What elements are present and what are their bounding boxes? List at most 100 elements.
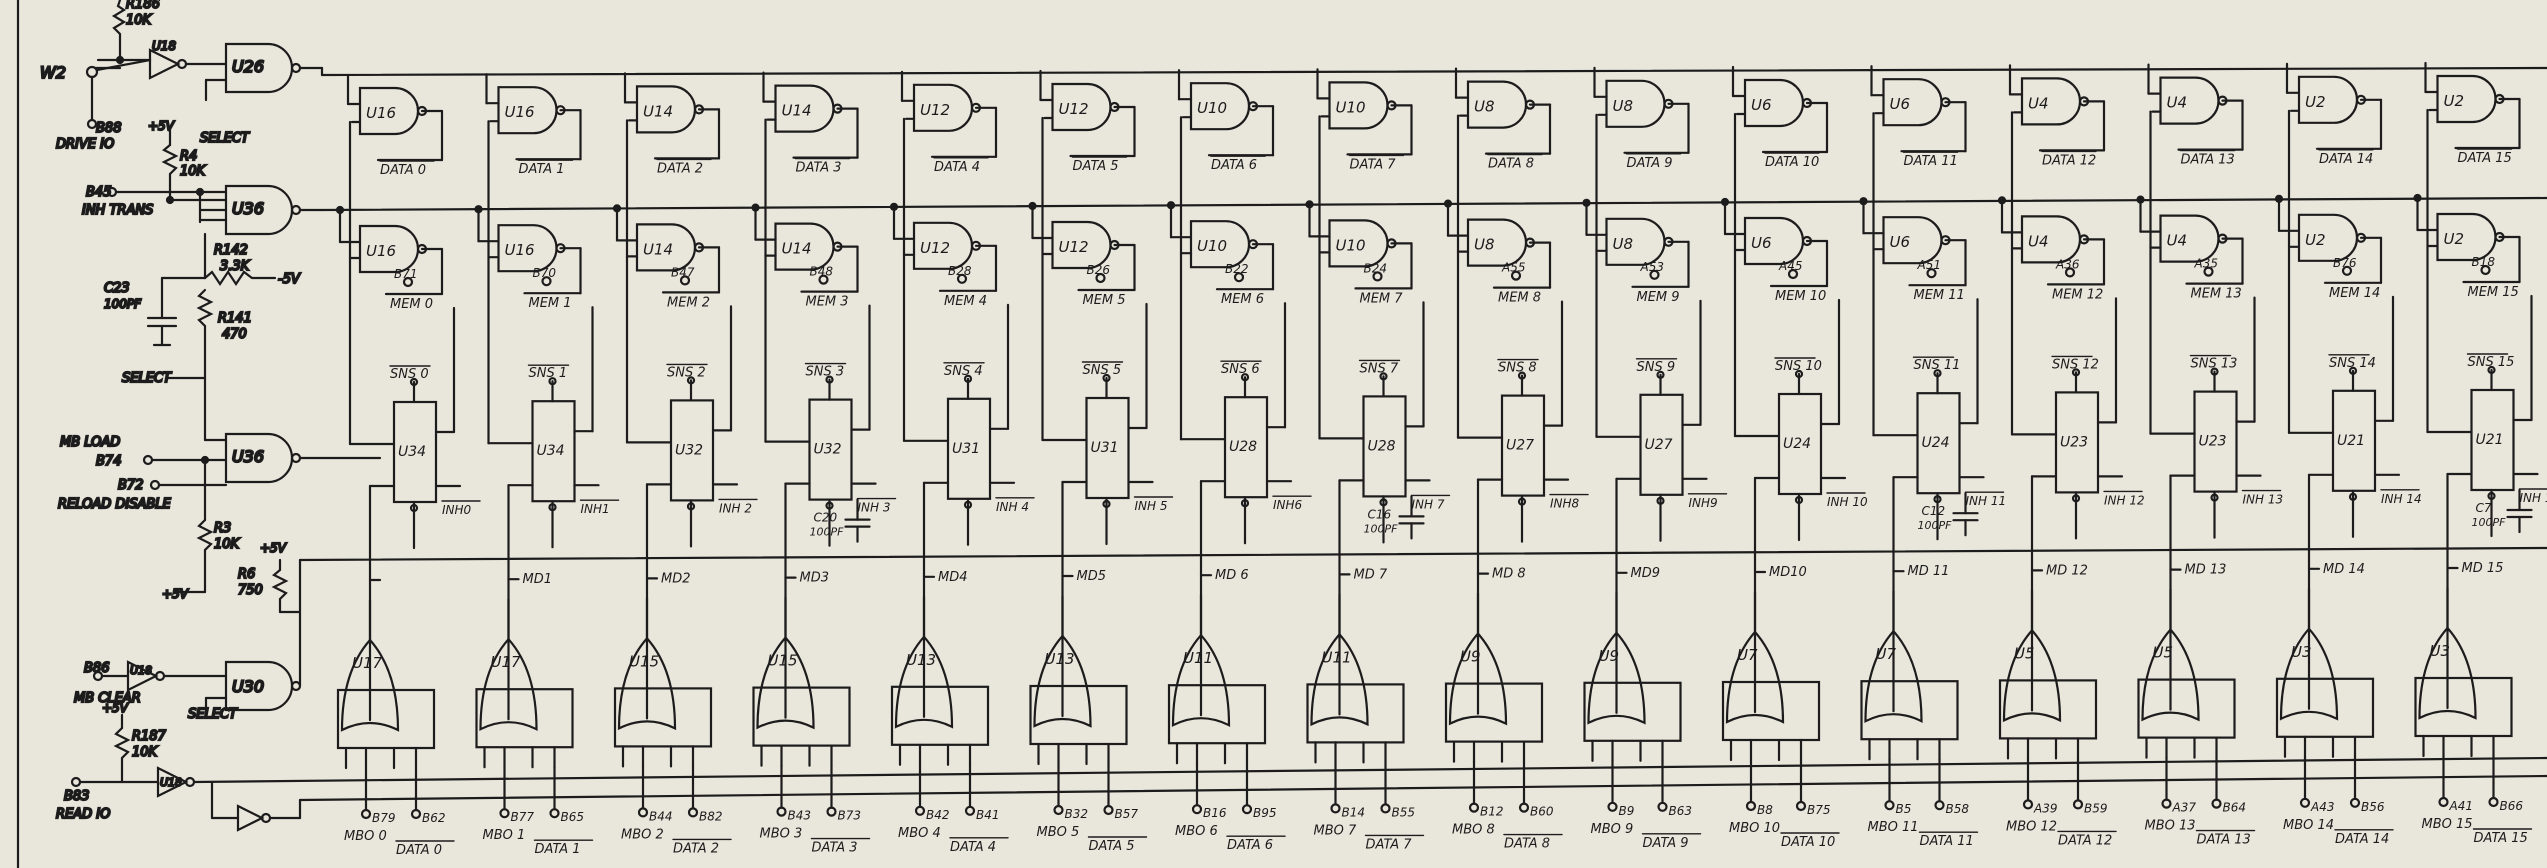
label-sns-12: SNS 12 [2052,357,2099,372]
label-u-top-15: U2 [2444,92,2465,110]
or-gate-13 [2141,627,2200,722]
label-capv-3: 100PF [810,526,845,539]
label-u-mid-6: U10 [1197,237,1227,255]
label-capv-15: 100PF [2472,516,2507,529]
label-plus5v-top: +5V [148,119,175,133]
label-mbo-0: MBO 0 [344,829,387,844]
or-gate-3 [756,635,815,730]
label-data-pin-6: B95 [1253,806,1277,820]
label-data-4: DATA 4 [934,160,980,175]
label-mbo-pin-11: B5 [1896,802,1912,816]
or-gate-4 [894,635,954,729]
or-gate-12 [2002,628,2062,723]
label-w2: W2 [40,63,66,82]
label-u-top-2: U14 [643,102,673,120]
label-mem-pin-2: B47 [671,265,695,279]
label-data-3: DATA 3 [796,161,842,176]
or-gate-2 [617,636,677,731]
label-cap-7: C16 [1368,507,1392,521]
label-r186-value: 10K [126,13,153,28]
label-inh-15: INH 15 [2520,491,2547,505]
label-mem-0: MEM 0 [390,297,433,312]
label-inh-9: INH9 [1689,496,1718,510]
label-u-ff-15: U21 [2476,432,2504,448]
label-mbo-pin-7: B14 [1342,805,1366,819]
label-mbo-10: MBO 10 [1729,821,1780,836]
label-u-bot-1: U17 [491,653,522,671]
or-gate-pair-5 [1029,684,1128,746]
label-reload-disable: RELOAD DISABLE [58,497,172,512]
label-mb-load: MB LOAD [60,435,120,450]
label-mbo-pin-12: A39 [2033,801,2057,815]
label-u-mid-14: U2 [2305,231,2326,249]
label-mem-5: MEM 5 [1083,293,1126,308]
buses [298,66,2547,562]
label-mbo-14: MBO 14 [2283,818,2334,833]
label-u-top-7: U10 [1336,98,1366,116]
label-mbo-4: MBO 4 [898,826,941,841]
label-md-13: MD 13 [2185,563,2227,578]
label-u26: U26 [232,57,264,76]
label-mbo-pin-6: B16 [1203,806,1227,820]
label-sns-3: SNS 3 [806,365,845,380]
label-data-pin-12: B59 [2084,801,2108,815]
label-cap-11: C12 [1922,504,1946,518]
label-data-out-11: DATA 11 [1920,834,1974,849]
label-mbo-pin-14: A43 [2310,800,2334,814]
label-data-pin-2: B82 [699,809,723,823]
label-sns-8: SNS 8 [1498,361,1537,376]
label-data-out-0: DATA 0 [396,843,442,858]
label-u-top-10: U6 [1751,96,1772,114]
label-u-bot-4: U13 [906,651,936,669]
label-plus5v-r187: +5V [102,701,129,715]
label-u-bot-5: U13 [1045,650,1075,668]
label-mbo-8: MBO 8 [1452,823,1495,838]
label-capv-11: 100PF [1918,519,1953,532]
label-mbo-pin-3: B43 [788,809,812,823]
label-u-mid-2: U14 [643,240,673,258]
label-sns-2: SNS 2 [667,365,706,380]
label-u-top-1: U16 [505,103,535,121]
label-inh-2: INH 2 [719,501,752,515]
label-mbo-15: MBO 15 [2422,817,2473,832]
label-inh-14: INH 14 [2381,492,2422,506]
inverter-u18-read [156,766,189,798]
label-u-top-3: U14 [782,102,812,120]
label-data-pin-14: B56 [2361,800,2385,814]
label-mem-pin-12: A36 [2055,257,2080,271]
label-inh-12: INH 12 [2104,493,2145,507]
label-u-top-4: U12 [920,101,950,119]
resistor-r142 [203,270,277,286]
label-u-mid-3: U14 [782,240,812,258]
label-data-out-3: DATA 3 [812,841,858,856]
label-u-bot-11: U7 [1876,645,1897,663]
label-u-ff-12: U23 [2060,434,2088,450]
label-b72: B72 [118,478,143,493]
or-gate-pair-1 [475,688,574,749]
label-md-6: MD 6 [1215,568,1249,583]
label-md-2: MD2 [661,571,691,586]
label-sns-11: SNS 11 [1914,358,1961,373]
label-mem-pin-7: B24 [1364,261,1388,275]
label-inh-7: INH 7 [1412,497,1445,511]
label-r3: R3 [214,521,231,536]
label-mem-pin-11: A51 [1917,258,1941,272]
inverter-u18-read2 [236,804,265,832]
label-data-out-5: DATA 5 [1089,839,1135,854]
label-u18-top: U18 [152,39,176,53]
label-data-15: DATA 15 [2458,151,2512,166]
resistor-r3 [196,518,214,562]
label-mbo-1: MBO 1 [483,828,526,843]
label-u-mid-11: U6 [1890,233,1911,251]
label-b45: B45 [86,185,111,200]
label-capv-7: 100PF [1364,522,1399,535]
label-mem-4: MEM 4 [944,294,987,309]
label-r4: R4 [180,149,197,164]
